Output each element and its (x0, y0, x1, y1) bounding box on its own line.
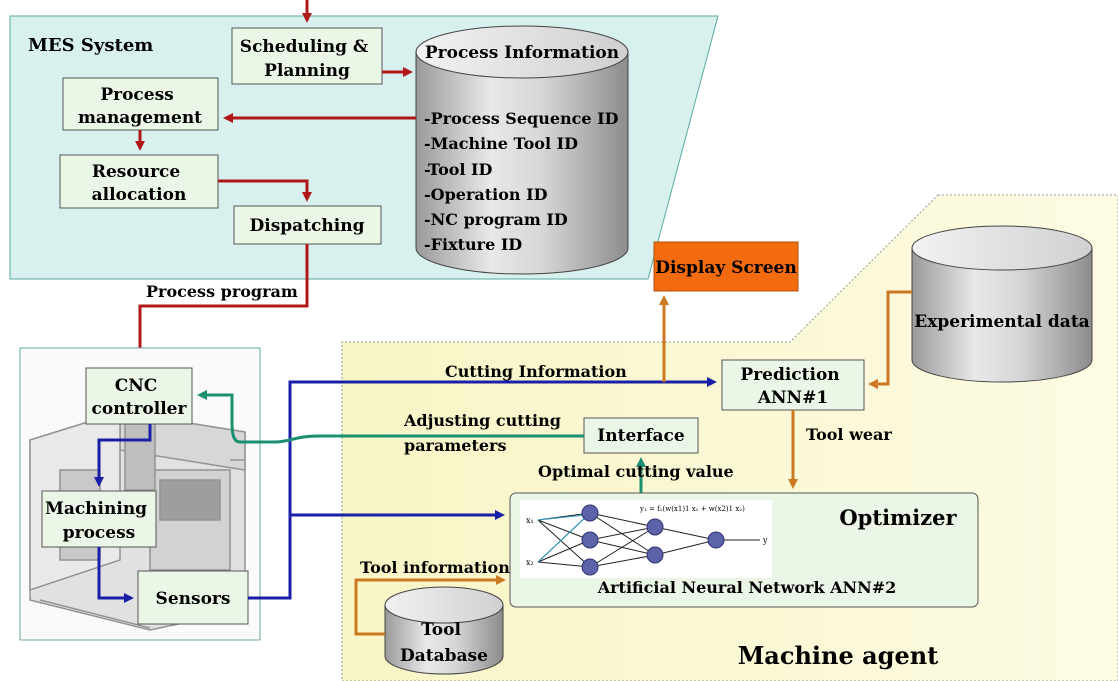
cnc-controller-label: CNC controller (92, 376, 188, 419)
scheduling-planning-box (231, 27, 383, 85)
arrow-resource-to-dispatching (218, 179, 312, 202)
nn-input-x1: x₁ (526, 516, 534, 525)
machining-process-box (41, 490, 157, 548)
nn-output-y: y (762, 536, 768, 545)
tool-database-label: Tool Database (400, 620, 488, 666)
prediction-ann1-label: Prediction ANN#1 (740, 365, 845, 408)
optimal-cutting-value-label: Optimal cutting value (538, 462, 734, 481)
arrow-tool-db-to-optimizer (354, 575, 506, 636)
neural-network-illustration: x₁ x₂ y y₁ = f₁(w(x1)1 x₁ + w(x2)1 x₂) (520, 500, 772, 578)
arrow-machining-to-sensors (97, 547, 134, 603)
process-program-label: Process program (146, 282, 298, 301)
arrow-cnc-to-machining (94, 424, 152, 487)
process-management-label: Process management (78, 85, 202, 128)
arrow-dispatching-to-cnc (135, 244, 309, 363)
tool-information-label: Tool information (360, 558, 510, 577)
tool-database: Tool Database (384, 586, 504, 675)
cnc-controller-box (85, 367, 193, 425)
display-screen-label: Display Screen (655, 258, 797, 278)
machine-agent-title: Machine agent (738, 641, 939, 670)
resource-allocation-label: Resource allocation (92, 162, 187, 205)
nn-input-x2: x₂ (526, 558, 534, 567)
dispatching-label: Dispatching (250, 216, 365, 236)
display-screen-box (653, 241, 799, 292)
optimizer-title: Optimizer (839, 505, 957, 530)
interface-box (583, 417, 699, 454)
arrow-sensors-to-prediction (248, 377, 717, 600)
sensors-box (137, 570, 249, 625)
experimental-data-label: Experimental data (914, 312, 1089, 332)
arrow-interface-to-cnc (197, 390, 584, 444)
adjusting-cutting-label: Adjusting cutting parameters (403, 411, 567, 455)
process-information-title: Process Information (425, 43, 619, 63)
experimental-data-database: Experimental data (911, 225, 1093, 383)
ann2-label: Artificial Neural Network ANN#2 (597, 578, 897, 597)
machining-process-label: Machining process (45, 499, 153, 543)
tool-wear-label: Tool wear (806, 425, 892, 444)
arrow-experimental-to-prediction (868, 290, 912, 389)
prediction-ann1-box (721, 359, 865, 411)
sensors-label: Sensors (156, 589, 231, 609)
process-information-items: -Process Sequence ID -Machine Tool ID -T… (424, 109, 624, 254)
scheduling-planning-label: Scheduling & Planning (240, 37, 374, 81)
nn-formula: y₁ = f₁(w(x1)1 x₁ + w(x2)1 x₂) (639, 505, 745, 513)
dispatching-box (233, 205, 382, 245)
mes-system-title: MES System (28, 35, 153, 56)
process-information-database: Process Information -Process Sequence ID… (415, 25, 629, 275)
interface-label: Interface (597, 426, 685, 446)
resource-allocation-box (59, 154, 219, 209)
cutting-information-label: Cutting Information (445, 362, 627, 381)
